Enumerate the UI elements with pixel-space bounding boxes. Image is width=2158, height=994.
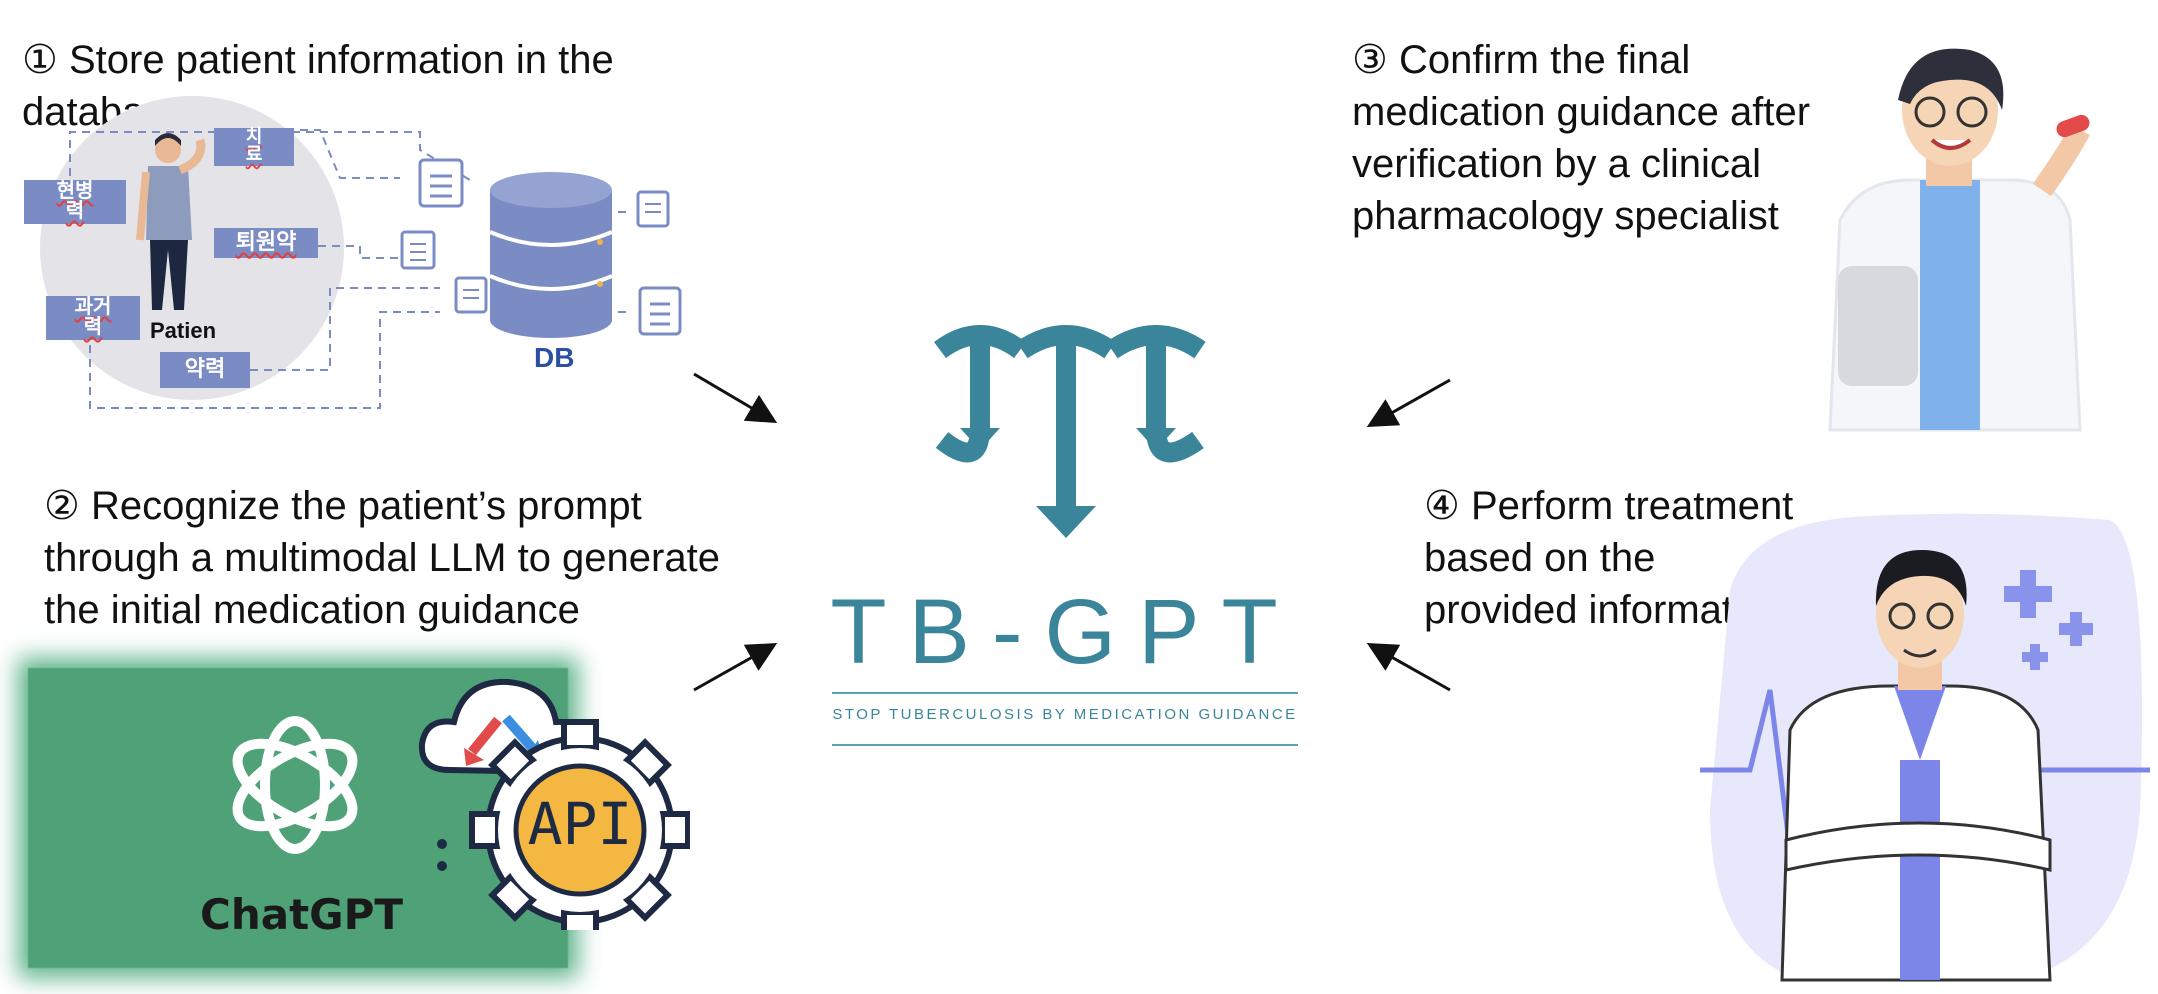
step-2-line: ② Recognize the patient’s prompt [44, 484, 642, 528]
step-3-text: ③ Confirm the final medication guidance … [1352, 34, 1810, 242]
doctor-illustration [1700, 513, 2150, 982]
step-4-text: ④ Perform treatment based on the provide… [1424, 480, 1793, 636]
drug-history-box-label: 약력 [184, 357, 226, 382]
arrow-step4 [1366, 643, 1451, 692]
chatgpt-label: ChatGPT [200, 890, 404, 939]
gear-icon [469, 719, 690, 930]
document-icon [454, 276, 488, 314]
logo-divider-bottom [832, 744, 1298, 746]
database-icon [489, 172, 613, 338]
tb-gpt-emblem-icon [934, 325, 1206, 538]
step-2-line: through a multimodal LLM to generate [44, 536, 720, 580]
patient-figure [136, 133, 206, 310]
step-4-line: based on the [1424, 536, 1656, 580]
step-2-line: the initial medication guidance [44, 588, 580, 632]
logo-divider-top [832, 692, 1298, 694]
drug-history-box: 약력 [160, 352, 250, 388]
api-cloud-gear-icon [418, 678, 690, 930]
discharge-med-box-label: 퇴원약 [235, 230, 297, 255]
step-1-line: ① Store patient information in the [22, 38, 614, 82]
tb-gpt-title: TB-GPT [830, 581, 1300, 683]
step-3-line: verification by a clinical [1352, 142, 1762, 186]
step-4-line: provided information [1424, 588, 1787, 632]
arrow-step2 [693, 643, 778, 692]
arrow-step3 [1366, 378, 1451, 427]
discharge-med-box: 퇴원약 [214, 228, 318, 258]
step-3-line: ③ Confirm the final [1352, 38, 1691, 82]
api-label: API [527, 790, 633, 858]
upload-arrow [468, 716, 502, 756]
openai-logo-icon [232, 716, 358, 854]
download-arrow [502, 714, 538, 754]
arrow-step1 [693, 372, 778, 424]
document-icon [400, 230, 436, 270]
medical-cross-icon [2004, 570, 2093, 670]
clipboard-icon [1838, 266, 1918, 386]
step-3-line: pharmacology specialist [1352, 194, 1779, 238]
document-icon [638, 286, 682, 336]
tb-gpt-tagline: STOP TUBERCULOSIS BY MEDICATION GUIDANCE [832, 706, 1298, 723]
pharmacist-illustration [1828, 48, 2090, 432]
db-label: DB [534, 342, 575, 373]
document-icon [636, 190, 670, 228]
step-2-text: ② Recognize the patient’s prompt through… [44, 480, 720, 636]
patient-label: Patien [150, 318, 217, 343]
step-3-line: medication guidance after [1352, 90, 1811, 134]
pill-icon [2056, 114, 2090, 138]
step-4-line: ④ Perform treatment [1424, 484, 1794, 528]
document-icon [418, 158, 464, 208]
